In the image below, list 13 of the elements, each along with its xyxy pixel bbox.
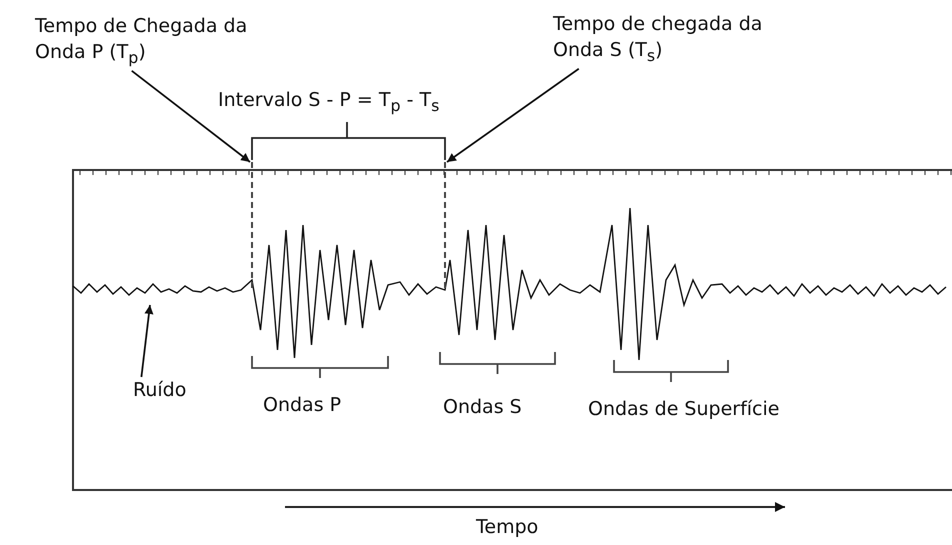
axis-label: Tempo [476, 515, 538, 540]
wave-label: Ondas S [443, 395, 522, 420]
leader-arrow [140, 304, 154, 378]
wave-label: Ondas P [263, 393, 342, 418]
leader-arrow [131, 70, 251, 163]
interval-label: Intervalo S - P = T$_{p}$ - T$_{s}$ [218, 88, 440, 117]
callout-text: Tempo de Chegada da Onda P (T$_{p}$) [35, 13, 250, 71]
dashed-marker-line [444, 162, 446, 290]
dashed-marker-line [251, 162, 253, 290]
wave-label: Ondas de Superfície [588, 397, 780, 422]
callout-text: Ruído [133, 377, 203, 403]
leader-arrow [446, 68, 580, 163]
callout-text: Tempo de chegada da Onda S (T$_{s}$) [553, 11, 768, 69]
